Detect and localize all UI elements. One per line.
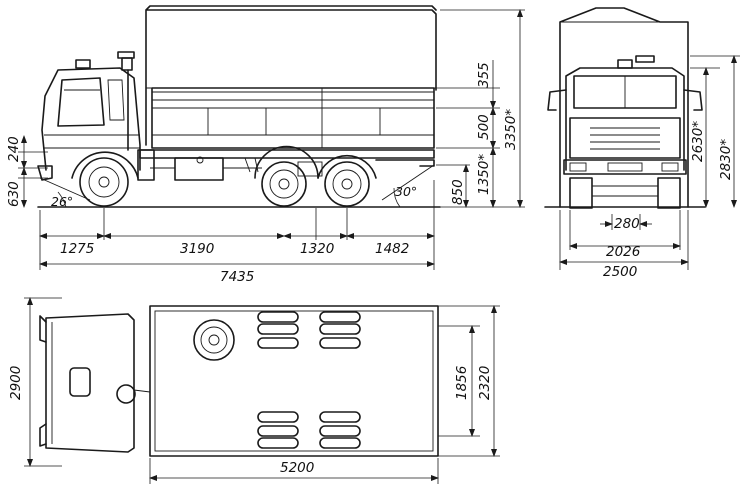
cab-door-window — [57, 77, 105, 127]
dim-2320: 2320 — [477, 366, 493, 400]
dim-1856: 1856 — [454, 366, 470, 400]
dim-3190: 3190 — [180, 241, 214, 257]
dim-2500: 2500 — [603, 264, 637, 280]
dim-2830: 2830* — [718, 139, 734, 180]
spare-wheel — [193, 319, 235, 361]
chassis-frame — [139, 149, 435, 159]
roof-hatch — [69, 367, 91, 397]
dim-240: 240 — [6, 136, 22, 162]
dim-630: 630 — [6, 181, 22, 207]
dim-355: 355 — [476, 62, 492, 88]
dim-2630: 2630* — [690, 121, 706, 162]
dim-1275: 1275 — [60, 241, 94, 257]
canopy-outline — [145, 5, 437, 146]
front-bumper — [563, 159, 687, 175]
front-right-tire — [657, 177, 681, 209]
front-left-tire — [569, 177, 593, 209]
rear-tires-top — [257, 311, 361, 449]
dim-850: 850 — [450, 179, 466, 205]
dim-7435: 7435 — [220, 269, 254, 285]
dim-2026: 2026 — [606, 244, 640, 260]
front-wheel — [71, 151, 139, 207]
front-view: 280 2026 2500 2630* 2830* — [544, 7, 740, 280]
cab — [41, 67, 141, 171]
side-view: 26° 30° 1275 3190 1320 1482 7435 240 630… — [6, 5, 525, 285]
cab-top — [45, 313, 135, 453]
cargo-body — [151, 87, 435, 149]
rear-wheel-2 — [317, 154, 377, 207]
grille — [569, 117, 681, 159]
rear-wheel-1 — [254, 145, 319, 207]
dim-1482: 1482 — [375, 241, 409, 257]
dim-5200: 5200 — [280, 460, 314, 476]
dim-2900: 2900 — [8, 366, 24, 400]
dim-1320: 1320 — [300, 241, 334, 257]
dim-3350: 3350* — [503, 109, 519, 150]
dim-1350: 1350* — [476, 154, 492, 195]
dim-280: 280 — [614, 216, 640, 232]
angle-front-label: 26° — [51, 194, 73, 209]
dim-500: 500 — [476, 114, 492, 140]
top-view: 2900 1856 2320 5200 — [8, 297, 500, 484]
cargo-bed-top — [149, 305, 439, 457]
angle-rear-label: 30° — [395, 184, 417, 199]
